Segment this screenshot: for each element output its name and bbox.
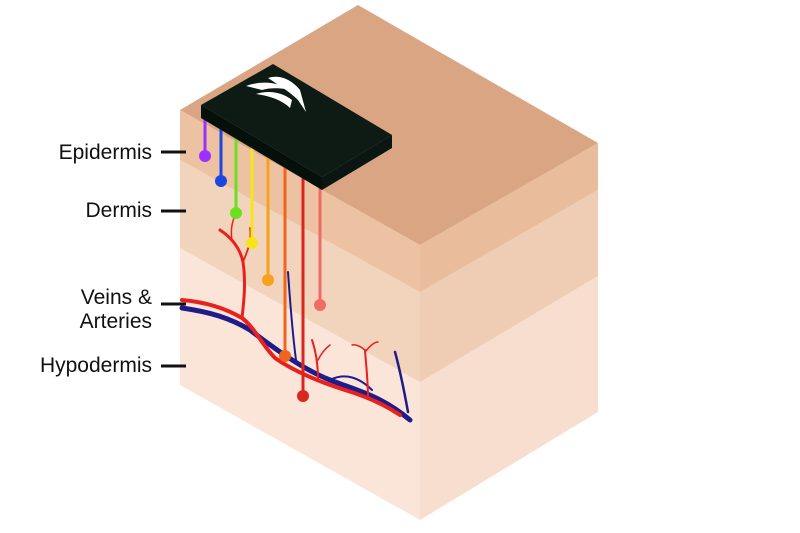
artery-branch-right-3: [364, 341, 379, 353]
vein-branch-2: [393, 350, 410, 414]
top-face: [180, 5, 598, 245]
label-dermis: Dermis: [86, 199, 153, 222]
artery-branch-lower: [311, 339, 319, 381]
dermis-right-face: [420, 190, 598, 382]
epidermis-right-face: [420, 143, 598, 292]
artery-branch-right: [364, 349, 369, 399]
label-veins-line2: Arteries: [80, 310, 152, 333]
artery-branch-right-2: [351, 344, 366, 351]
probe-dark-orange: [279, 162, 291, 362]
bird-logo-icon: [246, 76, 306, 112]
label-veins-line1: Veins &: [81, 286, 152, 309]
probe-red: [297, 172, 309, 402]
main-vein: [179, 305, 413, 423]
sensor-probes: [199, 118, 326, 402]
wearable-sensor-icon: [201, 64, 392, 190]
device-left-side: [201, 105, 322, 190]
device-top: [201, 64, 392, 177]
label-epidermis: Epidermis: [59, 141, 152, 164]
hypodermis-right-face: [420, 276, 598, 520]
device-right-side: [322, 135, 392, 190]
artery-branch-lower-2: [317, 344, 331, 361]
vein-branch-3: [329, 375, 373, 391]
epidermis-left-face: [180, 110, 420, 292]
probe-orange: [262, 152, 274, 286]
probe-blue: [215, 126, 227, 187]
probe-yellow: [246, 143, 258, 249]
vein-branch-1: [287, 271, 297, 361]
layer-labels: Epidermis Dermis Veins & Arteries Hypode…: [40, 141, 186, 377]
probe-purple: [199, 118, 211, 162]
probe-salmon: [314, 178, 326, 311]
main-artery: [180, 298, 402, 417]
label-hypodermis: Hypodermis: [40, 354, 152, 377]
probe-green: [230, 134, 242, 219]
